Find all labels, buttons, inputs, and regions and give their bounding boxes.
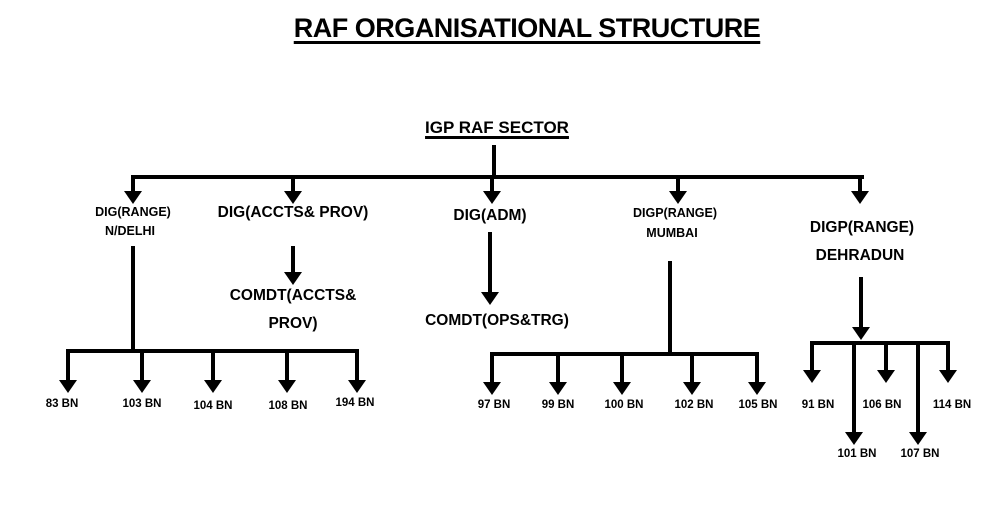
bn101-arrow-stem bbox=[852, 341, 856, 433]
node-dig-range-city: N/DELHI bbox=[105, 224, 155, 238]
battalion-102: 102 BN bbox=[674, 399, 714, 411]
branch-adm-arrowhead bbox=[483, 191, 501, 204]
bn99-arrow-stem bbox=[556, 352, 560, 383]
branch-ndelhi-arrow-stem bbox=[131, 175, 135, 192]
node-digp-mumbai-city: MUMBAI bbox=[646, 226, 698, 240]
battalion-105: 105 BN bbox=[738, 399, 778, 411]
branch-ndelhi-arrowhead bbox=[124, 191, 142, 204]
bn97-arrow-stem bbox=[490, 352, 494, 383]
node-dig-range-label: DIG(RANGE) bbox=[95, 205, 171, 219]
dehradun-down-stem bbox=[859, 277, 863, 328]
battalion-106: 106 BN bbox=[862, 399, 902, 411]
bn102-arrowhead bbox=[683, 382, 701, 395]
bn106-arrowhead bbox=[877, 370, 895, 383]
adm-child-arrow-stem bbox=[488, 232, 492, 293]
battalion-108: 108 BN bbox=[268, 400, 308, 412]
branch-dehradun-arrowhead bbox=[851, 191, 869, 204]
root-stem-line bbox=[492, 145, 496, 177]
branch-mumbai-arrow-stem bbox=[676, 175, 680, 192]
bn114-arrow-stem bbox=[946, 341, 950, 371]
ndelhi-down-line bbox=[131, 246, 135, 351]
bn194-arrow-stem bbox=[355, 349, 359, 381]
battalion-114: 114 BN bbox=[932, 399, 972, 411]
battalion-99: 99 BN bbox=[541, 399, 575, 411]
bn97-arrowhead bbox=[483, 382, 501, 395]
branch-accts-arrowhead bbox=[284, 191, 302, 204]
bn100-arrowhead bbox=[613, 382, 631, 395]
node-dig-adm-label: DIG(ADM) bbox=[453, 207, 527, 224]
mumbai-down-line bbox=[668, 261, 672, 354]
bn83-arrowhead bbox=[59, 380, 77, 393]
bn105-arrow-stem bbox=[755, 352, 759, 383]
node-comdt-accts-line2: PROV) bbox=[268, 315, 318, 332]
node-digp-dehradun-city: DEHRADUN bbox=[815, 247, 905, 264]
node-digp-dehradun-label: DIGP(RANGE) bbox=[809, 219, 915, 236]
mumbai-battalions-line bbox=[490, 352, 759, 356]
bn103-arrowhead bbox=[133, 380, 151, 393]
bn91-arrow-stem bbox=[810, 341, 814, 371]
battalion-100: 100 BN bbox=[604, 399, 644, 411]
battalion-101: 101 BN bbox=[837, 448, 877, 460]
dehradun-battalions-line bbox=[810, 341, 950, 345]
node-comdt-ops-trg: COMDT(OPS&TRG) bbox=[425, 312, 569, 329]
root-node-label: IGP RAF SECTOR bbox=[425, 118, 569, 137]
battalion-91: 91 BN bbox=[801, 399, 835, 411]
accts-child-arrowhead bbox=[284, 272, 302, 285]
bn91-arrowhead bbox=[803, 370, 821, 383]
bn103-arrow-stem bbox=[140, 349, 144, 381]
battalion-103: 103 BN bbox=[122, 398, 162, 410]
chart-title: RAF ORGANISATIONAL STRUCTURE bbox=[293, 13, 761, 43]
branch-adm-arrow-stem bbox=[490, 175, 494, 192]
bn194-arrowhead bbox=[348, 380, 366, 393]
branch-accts-arrow-stem bbox=[291, 175, 295, 192]
bn83-arrow-stem bbox=[66, 349, 70, 381]
branch-mumbai-arrowhead bbox=[669, 191, 687, 204]
bn101-arrowhead bbox=[845, 432, 863, 445]
bn106-arrow-stem bbox=[884, 341, 888, 371]
battalion-104: 104 BN bbox=[193, 400, 233, 412]
bn107-arrowhead bbox=[909, 432, 927, 445]
bn108-arrow-stem bbox=[285, 349, 289, 381]
bn105-arrowhead bbox=[748, 382, 766, 395]
node-dig-accts-label: DIG(ACCTS& PROV) bbox=[217, 204, 369, 221]
node-comdt-accts-line1: COMDT(ACCTS& bbox=[229, 287, 357, 304]
adm-child-arrowhead bbox=[481, 292, 499, 305]
bn104-arrowhead bbox=[204, 380, 222, 393]
bn107-arrow-stem bbox=[916, 341, 920, 433]
branches-horizontal-line bbox=[131, 175, 864, 179]
bn102-arrow-stem bbox=[690, 352, 694, 383]
bn100-arrow-stem bbox=[620, 352, 624, 383]
bn108-arrowhead bbox=[278, 380, 296, 393]
bn99-arrowhead bbox=[549, 382, 567, 395]
battalion-83: 83 BN bbox=[45, 398, 79, 410]
battalion-97: 97 BN bbox=[477, 399, 511, 411]
dehradun-down-arrowhead bbox=[852, 327, 870, 340]
battalion-194: 194 BN bbox=[335, 397, 375, 409]
node-digp-mumbai-label: DIGP(RANGE) bbox=[632, 206, 718, 220]
bn104-arrow-stem bbox=[211, 349, 215, 381]
branch-dehradun-arrow-stem bbox=[858, 175, 862, 192]
bn114-arrowhead bbox=[939, 370, 957, 383]
accts-child-arrow-stem bbox=[291, 246, 295, 273]
battalion-107: 107 BN bbox=[900, 448, 940, 460]
